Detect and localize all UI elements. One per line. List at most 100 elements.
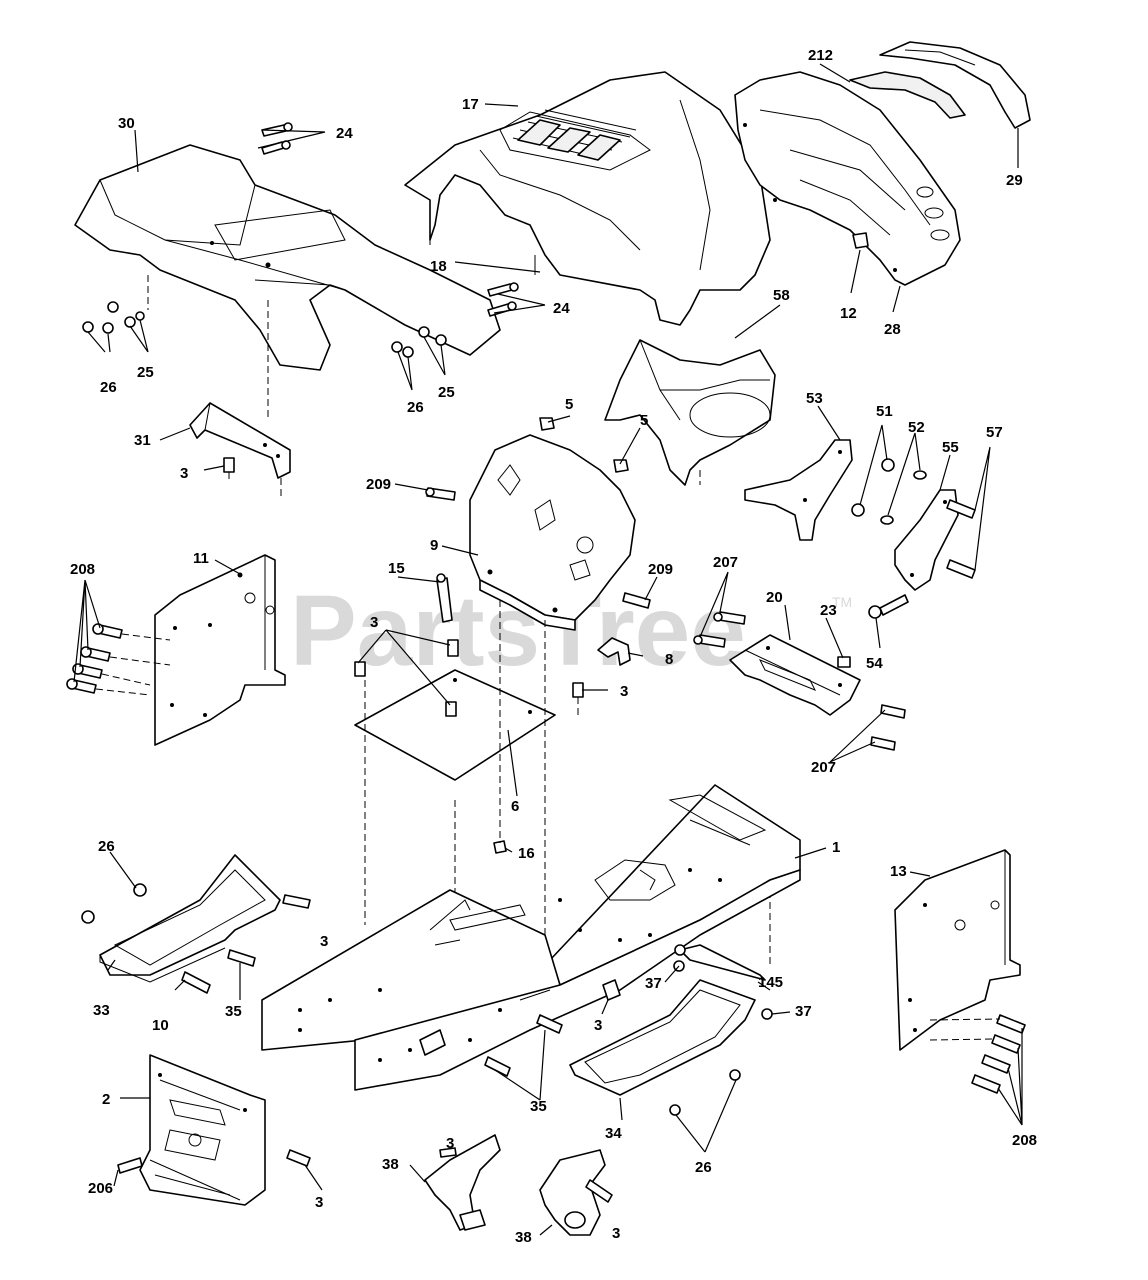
- callout-28: 28: [884, 321, 901, 338]
- part-10-bolt[interactable]: [181, 971, 211, 994]
- callout-207-lower: 207: [811, 759, 836, 776]
- callout-37-left: 37: [645, 975, 662, 992]
- part-17-hood[interactable]: [404, 71, 771, 326]
- part-31-bracket[interactable]: [189, 300, 291, 498]
- part-54-bolt[interactable]: [868, 594, 909, 619]
- callout-57: 57: [986, 424, 1003, 441]
- part-33-footrest-left[interactable]: [99, 854, 281, 983]
- callout-206: 206: [88, 1180, 113, 1197]
- callout-24-lower: 24: [553, 300, 570, 317]
- callout-212: 212: [808, 47, 833, 64]
- part-207-bolts-lower[interactable]: [870, 704, 906, 751]
- callout-18: 18: [430, 258, 447, 275]
- part-28-grille[interactable]: [734, 71, 961, 286]
- part-3-bolt-bumper[interactable]: [286, 1149, 311, 1167]
- part-24-bolts-upper[interactable]: [261, 122, 293, 155]
- leader-lines: [73, 63, 1023, 1236]
- part-52-washers[interactable]: [880, 470, 927, 525]
- callout-26-footrest-right: 26: [695, 1159, 712, 1176]
- callout-26-rear-left: 26: [100, 379, 117, 396]
- part-3-bolt-footrest-left[interactable]: [282, 894, 311, 909]
- callout-38-right: 38: [515, 1229, 532, 1246]
- part-11-side-panel-left[interactable]: [154, 554, 286, 746]
- part-23-nut[interactable]: [837, 656, 851, 668]
- part-3-bolts-brackets[interactable]: [439, 1147, 613, 1203]
- callout-5-right: 5: [640, 412, 648, 429]
- part-34-footrest-right[interactable]: [569, 979, 756, 1096]
- callout-145: 145: [758, 974, 783, 991]
- part-3-bolt-31[interactable]: [223, 457, 235, 482]
- callout-58: 58: [773, 287, 790, 304]
- part-29-headlight-bar[interactable]: [879, 41, 1031, 129]
- part-208-bolts-right[interactable]: [929, 1014, 1026, 1094]
- callout-3-plate-right: 3: [620, 683, 628, 700]
- part-38-bracket-left[interactable]: [424, 1134, 501, 1231]
- part-13-side-panel-right[interactable]: [894, 849, 1021, 1051]
- part-35-bolts-footrest-right[interactable]: [484, 979, 621, 1077]
- part-30-rear-fender[interactable]: [74, 144, 501, 371]
- part-212-lens[interactable]: [849, 71, 966, 119]
- callout-23: 23: [820, 602, 837, 619]
- callout-10: 10: [152, 1017, 169, 1034]
- callout-34: 34: [605, 1125, 622, 1142]
- callout-26-footrest-left: 26: [98, 838, 115, 855]
- part-209-bolt-left[interactable]: [425, 487, 456, 501]
- callout-1: 1: [832, 839, 840, 856]
- callout-9: 9: [430, 537, 438, 554]
- callout-208-right: 208: [1012, 1132, 1037, 1149]
- callout-17: 17: [462, 96, 479, 113]
- callout-3-bracket: 3: [180, 465, 188, 482]
- part-51-nuts[interactable]: [851, 458, 895, 517]
- part-6-floor-plate[interactable]: [354, 669, 556, 781]
- part-53-plate[interactable]: [744, 439, 853, 541]
- callout-3-bracket-left: 3: [446, 1135, 454, 1152]
- callout-3-footrest: 3: [320, 933, 328, 950]
- part-20-bracket[interactable]: [729, 634, 861, 716]
- part-35-bolt-footrest-left[interactable]: [227, 949, 256, 967]
- part-38-bracket-right[interactable]: [539, 1149, 606, 1236]
- part-145-rod[interactable]: [674, 944, 766, 981]
- callout-3-frame: 3: [594, 1017, 602, 1034]
- callout-37-right: 37: [795, 1003, 812, 1020]
- callout-35-footrest-right: 35: [530, 1098, 547, 1115]
- part-55-plate[interactable]: [894, 489, 959, 591]
- callout-51: 51: [876, 403, 893, 420]
- callout-26-rear-right: 26: [407, 399, 424, 416]
- part-16-nut[interactable]: [493, 840, 507, 854]
- callout-31: 31: [134, 432, 151, 449]
- part-24-bolts-lower[interactable]: [487, 282, 519, 317]
- part-57-bolts[interactable]: [946, 499, 976, 579]
- callout-8: 8: [665, 651, 673, 668]
- part-26-nuts-footrest-left[interactable]: [81, 883, 147, 924]
- callout-13: 13: [890, 863, 907, 880]
- part-26-nuts-footrest-right[interactable]: [669, 1069, 741, 1116]
- part-15-bolt[interactable]: [436, 573, 453, 623]
- callout-3-bracket-right: 3: [612, 1225, 620, 1242]
- callout-6: 6: [511, 798, 519, 815]
- part-58-dash-shroud[interactable]: [604, 339, 776, 486]
- callout-12: 12: [840, 305, 857, 322]
- callout-labels: 30 24 17 18 24 212 29 12 28 58 26 25 26 …: [70, 47, 1037, 1246]
- part-209-bolt-right[interactable]: [622, 592, 651, 609]
- callout-2: 2: [102, 1091, 110, 1108]
- callout-11: 11: [193, 550, 209, 567]
- callout-53: 53: [806, 390, 823, 407]
- part-2-front-bumper[interactable]: [139, 1054, 266, 1206]
- callout-25-rear-right: 25: [438, 384, 455, 401]
- part-8-clip[interactable]: [597, 637, 631, 666]
- callout-35-footrest-left: 35: [225, 1003, 242, 1020]
- part-206-bolt[interactable]: [117, 1157, 143, 1174]
- part-3-bolts-plate[interactable]: [354, 639, 584, 717]
- part-207-bolts-upper[interactable]: [693, 611, 746, 648]
- part-9-dash-panel[interactable]: [469, 434, 636, 631]
- watermark-trademark: TM: [832, 594, 852, 610]
- callout-207-upper: 207: [713, 554, 738, 571]
- callout-15: 15: [388, 560, 405, 577]
- part-12-clip[interactable]: [852, 232, 869, 249]
- callout-209-left: 209: [366, 476, 391, 493]
- part-1-main-frame[interactable]: [261, 784, 801, 1091]
- callout-29: 29: [1006, 172, 1023, 189]
- callout-52: 52: [908, 419, 925, 436]
- callout-3-bumper: 3: [315, 1194, 323, 1211]
- part-26-25-nuts-rear-left[interactable]: [82, 275, 149, 334]
